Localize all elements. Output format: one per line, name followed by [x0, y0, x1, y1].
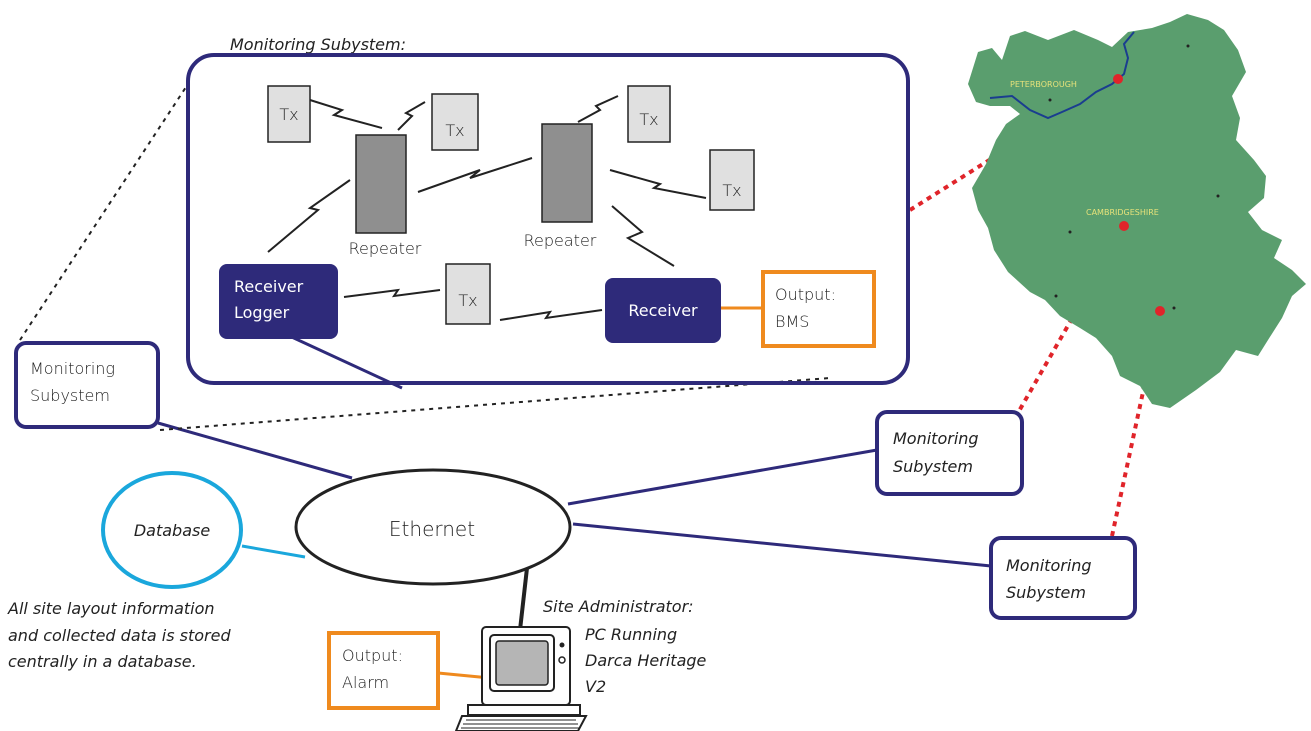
wireless-link: [499, 309, 603, 321]
wireless-link: [611, 205, 675, 267]
wireless-link: [417, 157, 533, 193]
link-ethernet-database: [241, 544, 306, 559]
tx-label: Tx: [445, 121, 464, 140]
tx-label: Tx: [458, 291, 477, 310]
output-alarm: Output: Alarm: [327, 631, 440, 710]
admin-label-4: V2: [585, 677, 606, 696]
map-region: [968, 14, 1306, 408]
tx-node: Tx: [431, 93, 479, 151]
computer-icon: [454, 626, 588, 731]
map-label-mid: CAMBRIDGESHIRE: [1086, 208, 1159, 217]
subsystem-right-label-2: Subystem: [1006, 583, 1086, 602]
repeater-node: Repeater: [524, 123, 597, 250]
database-label: Database: [134, 521, 211, 540]
map-town-dot: [1186, 44, 1190, 48]
output-alarm-label-2: Alarm: [342, 673, 389, 692]
admin-label-3: Darca Heritage: [585, 651, 707, 670]
zoom-line-bottom: [159, 377, 831, 431]
wireless-link: [267, 179, 351, 253]
link-ethernet-subsystem-right: [572, 522, 992, 568]
subsystem-mid: Monitoring Subystem: [875, 410, 1024, 496]
subsystem-mid-label-2: Subystem: [893, 457, 973, 476]
wireless-link: [309, 99, 383, 129]
wireless-links: [267, 95, 707, 321]
link-ethernet-subsystem-mid: [567, 448, 878, 506]
output-bms: Output: BMS: [761, 270, 876, 348]
subsystem-left-label-1: Monitoring: [30, 359, 115, 378]
database-note-1: All site layout information: [7, 599, 215, 618]
ethernet-label: Ethernet: [389, 517, 475, 541]
repeater-node: Repeater: [349, 134, 422, 258]
link-subsystem-left-ethernet: [157, 421, 353, 480]
repeater-label: Repeater: [524, 231, 597, 250]
wireless-link: [343, 288, 441, 298]
tx-node: Tx: [267, 85, 311, 143]
ethernet-hub: Ethernet: [294, 468, 572, 586]
subsystem-right-label-1: Monitoring: [1006, 556, 1092, 575]
map-town-dot: [1172, 306, 1176, 310]
tx-label: Tx: [639, 110, 658, 129]
map-marker-north: [1113, 74, 1123, 84]
zoom-line-top: [19, 83, 189, 341]
repeater-label: Repeater: [349, 239, 422, 258]
receiver-logger-label-1: Receiver: [234, 277, 304, 296]
link-ethernet-pc: [518, 567, 529, 631]
subsystem-right: Monitoring Subystem: [989, 536, 1137, 620]
subsystem-left: Monitoring Subystem: [14, 341, 160, 429]
map-label-north: PETERBOROUGH: [1010, 80, 1077, 89]
database-note-2: and collected data is stored: [8, 626, 231, 645]
output-bms-label-2: BMS: [775, 312, 809, 331]
county-map: PETERBOROUGH CAMBRIDGESHIRE: [968, 14, 1306, 408]
subsystem-left-label-2: Subystem: [30, 386, 110, 405]
map-marker-mid: [1119, 221, 1129, 231]
link-inset-ethernet: [282, 331, 403, 390]
inset-title: Monitoring Subystem:: [230, 35, 406, 54]
receiver-logger-label-2: Logger: [234, 303, 290, 322]
map-marker-south: [1155, 306, 1165, 316]
map-town-dot: [1216, 194, 1220, 198]
wireless-link: [397, 101, 426, 131]
subsystem-mid-label-1: Monitoring: [893, 429, 979, 448]
admin-label-1: Site Administrator:: [543, 597, 694, 616]
receiver: Receiver: [605, 278, 721, 343]
tx-node: Tx: [709, 149, 755, 211]
wireless-link: [577, 95, 619, 123]
map-town-dot: [1068, 230, 1072, 234]
output-alarm-label-1: Output:: [342, 646, 403, 665]
tx-label: Tx: [279, 105, 298, 124]
database-note-3: centrally in a database.: [8, 652, 197, 671]
inset-frame: [186, 53, 910, 385]
map-river: [989, 31, 1135, 120]
output-bms-label-1: Output:: [775, 285, 836, 304]
wireless-link: [609, 169, 707, 199]
tx-label: Tx: [722, 181, 741, 200]
receiver-label: Receiver: [628, 301, 698, 320]
receiver-logger: Receiver Logger: [219, 264, 338, 339]
admin-label-2: PC Running: [585, 625, 677, 644]
tx-node: Tx: [445, 263, 491, 325]
database-node: Database: [101, 471, 243, 589]
map-town-dot: [1048, 98, 1052, 102]
tx-node: Tx: [627, 85, 671, 143]
map-town-dot: [1054, 294, 1058, 298]
